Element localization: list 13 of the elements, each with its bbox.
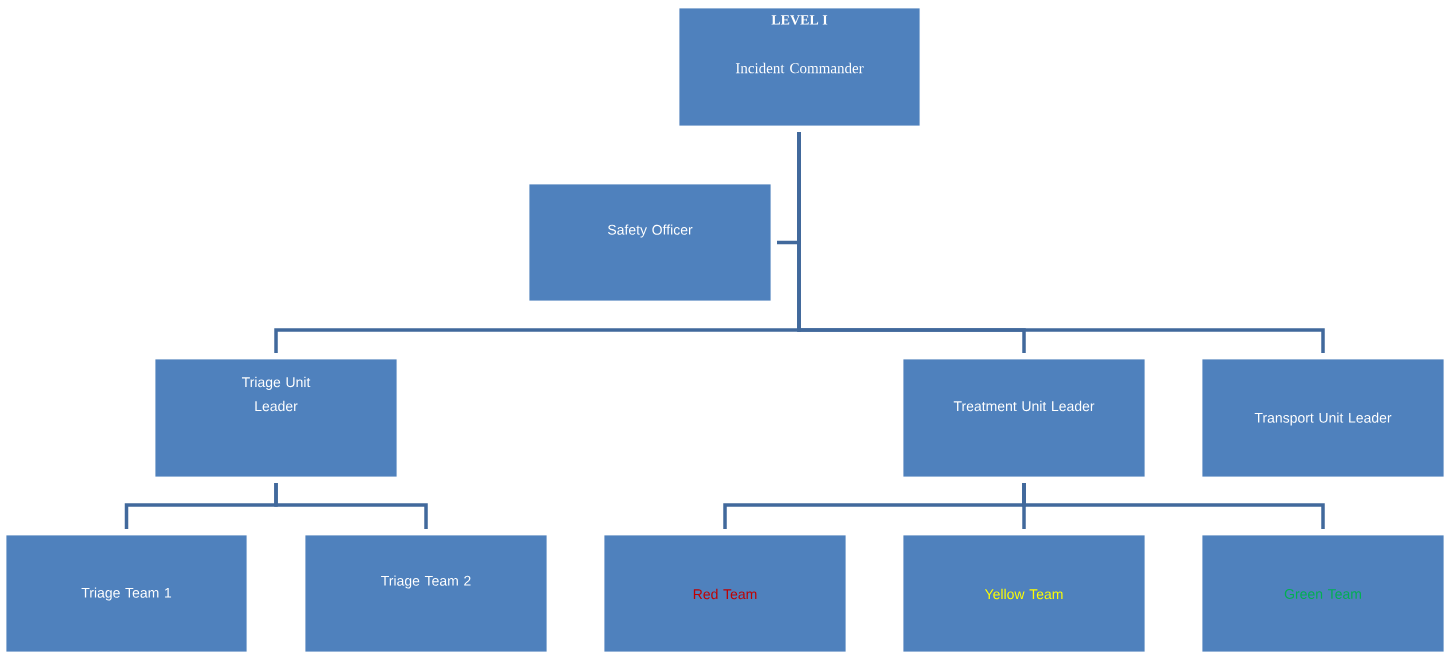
org-box: Triage Team 1: [5, 534, 248, 652]
org-box: Safety Officer: [528, 183, 772, 302]
org-box: Transport Unit Leader: [1201, 358, 1445, 478]
org-box: LEVEL I Incident Commander: [678, 7, 921, 127]
connector-line: [1022, 483, 1325, 529]
connector-line: [797, 132, 1325, 353]
connector-line: [274, 483, 428, 529]
org-box: Green Team: [1201, 534, 1445, 652]
org-box: Red Team: [603, 534, 847, 652]
org-box: Treatment Unit Leader: [902, 358, 1146, 478]
org-box: Yellow Team: [902, 534, 1146, 652]
org-box: Triage Team 2: [304, 534, 548, 652]
org-box: Triage Unit Leader: [154, 358, 398, 478]
